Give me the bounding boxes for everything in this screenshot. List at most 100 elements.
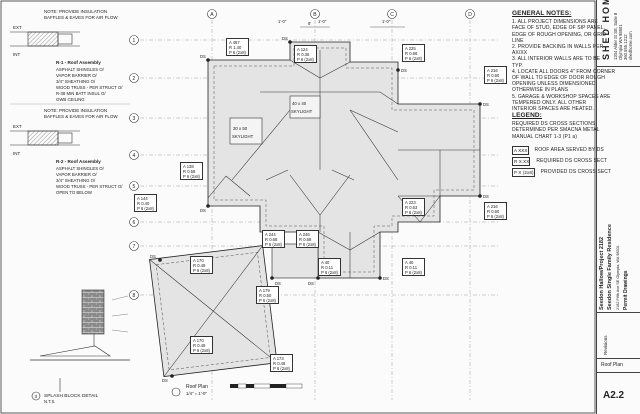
plan-scale-text: 1/4" = 1'-0": [186, 391, 207, 396]
callout-line: P 6 (2x8): [299, 241, 316, 247]
svg-text:7: 7: [133, 244, 136, 250]
sheet-border: [0, 0, 596, 414]
svg-text:1'-0": 1'-0": [278, 19, 287, 24]
svg-text:DS: DS: [162, 378, 168, 383]
svg-text:BAFFLES & EAVES FOR AIR FLOW: BAFFLES & EAVES FOR AIR FLOW: [44, 114, 118, 119]
svg-text:1'-0": 1'-0": [318, 19, 327, 24]
callout-line: R 0.68: [265, 236, 278, 242]
scale-bar: [230, 383, 303, 389]
detail1-section: [27, 31, 59, 47]
svg-text:DS: DS: [483, 102, 489, 107]
callout-line: R 0.48: [193, 262, 206, 268]
title-block: SHED HOME 1204 Alder St SE, Suite 8 Olym…: [596, 0, 640, 414]
svg-text:3/4" SHEATHING O/: 3/4" SHEATHING O/: [56, 79, 96, 84]
detail1-note-line1: NOTE: PROVIDE INSULATION: [44, 9, 107, 14]
detail-splash-block: 3 SPLASH BLOCK DETAIL N.T.S.: [30, 289, 130, 404]
detail1-note-line2: BAFFLES & EAVES FOR AIR FLOW: [44, 15, 118, 20]
roof-plan-drawing: NOTE: PROVIDE INSULATION BAFFLES & EAVES…: [0, 0, 596, 414]
svg-text:1: 1: [133, 38, 136, 44]
svg-text:DS: DS: [401, 68, 407, 73]
svg-text:40 x 40: 40 x 40: [292, 101, 307, 106]
svg-text:OPEN TO BELOW: OPEN TO BELOW: [56, 190, 93, 195]
callout-line: R 0.48: [193, 342, 206, 348]
svg-text:GWB CEILING: GWB CEILING: [56, 97, 85, 102]
skylight-1: 30 x 50 SKYLIGHT: [229, 117, 263, 145]
callout-line: A 225: [405, 45, 416, 51]
callout-line: P 6 (2x8): [229, 49, 246, 55]
svg-text:6: 6: [133, 220, 136, 226]
detail-number-bubble: [31, 391, 41, 401]
svg-text:8: 8: [133, 293, 136, 299]
callout-line: R 0.63: [405, 204, 418, 210]
callout-line: R 0.68: [299, 236, 312, 242]
callout-line: A 138: [183, 163, 194, 169]
dimensions: 8' 1'-0" 1'-0" 1'-0": [278, 19, 405, 28]
callout-line: P 6 (2x8): [297, 56, 314, 62]
svg-text:DS: DS: [282, 36, 288, 41]
plan-title: Roof Plan 1/4" = 1'-0": [171, 384, 208, 397]
svg-text:4: 4: [133, 153, 136, 159]
callout-line: A 170: [193, 257, 204, 263]
callout-line: A 467: [229, 39, 240, 45]
callout-line: R 0.40: [137, 200, 150, 206]
svg-text:VAPOR BARRIER O/: VAPOR BARRIER O/: [56, 73, 98, 78]
detail1-int-label: INT: [13, 52, 21, 57]
callout-line: P 6 (2x8): [405, 269, 422, 275]
callout-line: R 0.36: [297, 51, 310, 57]
detail2-assembly-title: R-2 - Roof Assembly: [56, 159, 101, 164]
legend-heading: LEGEND:: [512, 112, 542, 119]
svg-text:R-38 MIN BATT INSUL O/: R-38 MIN BATT INSUL O/: [56, 91, 106, 96]
callout-line: P 6 (2x8): [487, 77, 504, 83]
svg-text:SKYLIGHT: SKYLIGHT: [291, 109, 313, 114]
firm-web: shedhome.com: [628, 31, 633, 60]
eave-dashed: [213, 47, 475, 273]
callout-line: P 6 (2x8): [259, 297, 276, 303]
callout-line: A 216: [487, 67, 498, 73]
callout-line: A 40: [321, 259, 330, 265]
detail1-assembly-title: R-1 - Roof Assembly: [56, 60, 101, 65]
svg-text:3: 3: [35, 394, 38, 399]
callout-line: A 223: [405, 199, 416, 205]
svg-text:1'-0": 1'-0": [382, 19, 391, 24]
svg-text:VAPOR BARRIER O/: VAPOR BARRIER O/: [56, 172, 98, 177]
general-notes-heading: GENERAL NOTES:: [512, 10, 572, 17]
legend: LEGEND: REQUIRED DS CROSS SECTIONS DETER…: [512, 112, 612, 177]
detail-r1: NOTE: PROVIDE INSULATION BAFFLES & EAVES…: [10, 9, 130, 105]
svg-text:ASPHALT SHINGLES O/: ASPHALT SHINGLES O/: [56, 67, 105, 72]
callout-line: R 0.66: [405, 50, 418, 56]
callout-line: A 179: [259, 287, 270, 293]
splash-detail-scale: N.T.S.: [44, 399, 55, 404]
legend-row: P X (2x8)PROVIDED DS CROSS SECT: [512, 167, 612, 177]
callout-line: P 6 (2x8): [265, 241, 282, 247]
grid-bubbles-letters: A B C D: [207, 9, 475, 19]
callout-line: P 6 (2x8): [183, 173, 200, 179]
callout-line: R 0.50: [259, 292, 272, 298]
svg-text:3/4" SHEATHING O/: 3/4" SHEATHING O/: [56, 178, 96, 183]
svg-text:DS: DS: [383, 276, 389, 281]
svg-text:WOOD TRUSS - PER STRUCT O/: WOOD TRUSS - PER STRUCT O/: [56, 184, 123, 189]
roof-garage: [149, 245, 278, 378]
detail-r2: NOTE: PROVIDE INSULATION BAFFLES & EAVES…: [10, 108, 123, 195]
callout-line: P 6 (2x8): [321, 269, 338, 275]
svg-text:DS: DS: [200, 54, 206, 59]
callout-line: A 173: [273, 355, 284, 361]
callout-line: P 6 (2x8): [487, 213, 504, 219]
callout-line: R 0.11: [405, 264, 418, 270]
splash-detail-title: SPLASH BLOCK DETAIL: [44, 393, 99, 399]
grid-bubbles-numbers: 1 2 3 4 5 6 7 8: [129, 35, 139, 300]
callout-line: P 6 (2x8): [405, 209, 422, 215]
callout-line: A 244: [265, 231, 276, 237]
